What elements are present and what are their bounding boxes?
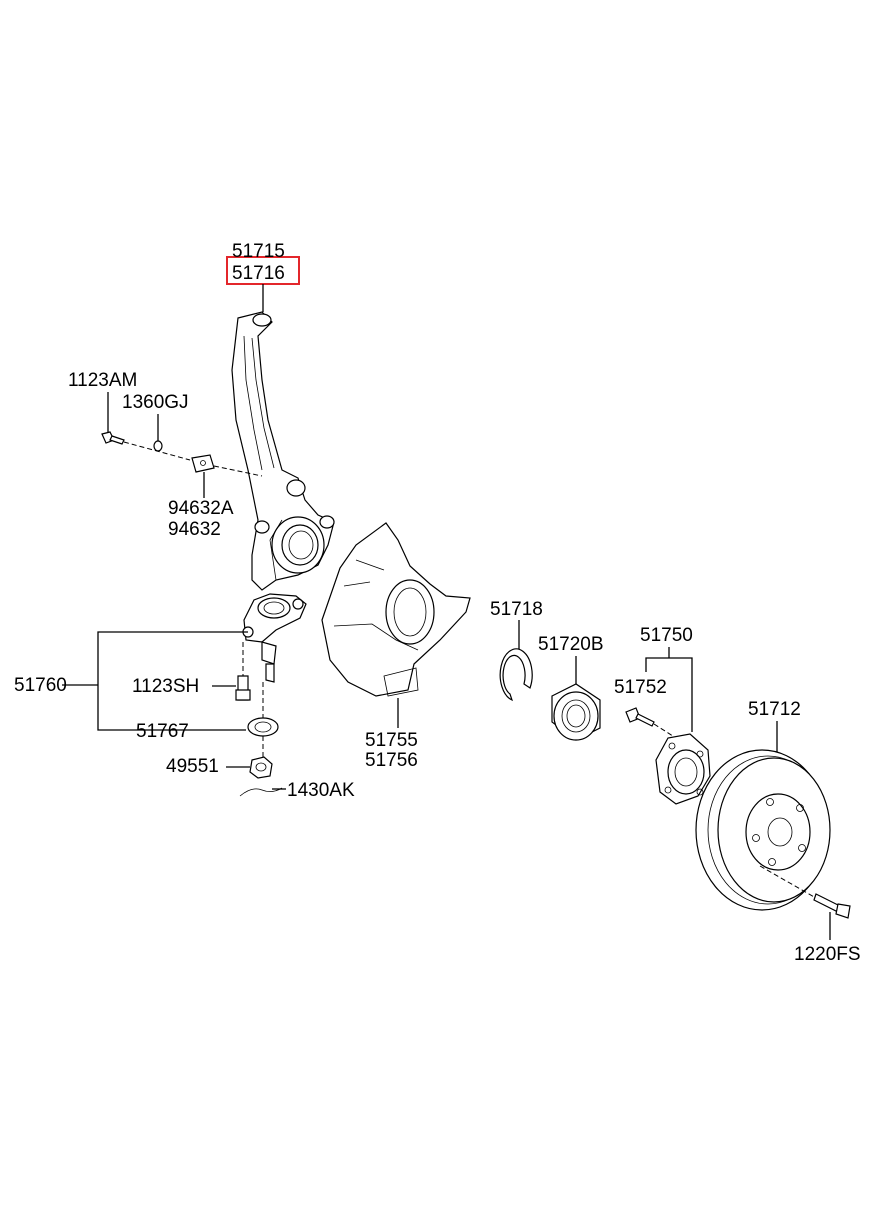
label-51756[interactable]: 51756 [365,750,418,771]
bearing-51720B[interactable] [551,683,601,741]
label-1430AK[interactable]: 1430AK [287,780,355,801]
label-49551[interactable]: 49551 [166,756,219,777]
nut-49551[interactable] [249,756,273,779]
hub-bolt-51752[interactable] [625,707,655,727]
snap-ring-51718[interactable] [499,648,533,702]
label-51750[interactable]: 51750 [640,625,693,646]
label-1123SH[interactable]: 1123SH [132,676,199,697]
label-1360GJ[interactable]: 1360GJ [122,392,189,413]
bracket-94632A[interactable] [191,454,215,473]
label-51752[interactable]: 51752 [614,677,667,698]
wheel-hub-51750[interactable] [655,733,711,805]
label-51712[interactable]: 51712 [748,699,801,720]
brake-disc-51712[interactable] [695,749,831,911]
label-1220FS[interactable]: 1220FS [794,944,861,965]
label-51767[interactable]: 51767 [136,721,189,742]
bolt-1123AM[interactable] [101,431,125,445]
ball-joint-51760[interactable] [242,593,307,683]
dust-cover-51755[interactable] [321,522,471,697]
label-51720B[interactable]: 51720B [538,634,604,655]
split-pin-1430AK[interactable] [239,787,283,797]
label-1123AM[interactable]: 1123AM [68,370,137,391]
bolt-1123SH[interactable] [235,675,251,701]
washer-1360GJ[interactable] [153,440,163,452]
label-51760[interactable]: 51760 [14,675,67,696]
label-51718[interactable]: 51718 [490,599,543,620]
label-51755[interactable]: 51755 [365,730,418,751]
label-51716[interactable]: 51716 [232,263,285,284]
label-94632[interactable]: 94632 [168,519,221,540]
label-51715[interactable]: 51715 [232,241,285,262]
screw-1220FS[interactable] [813,893,851,919]
label-94632A[interactable]: 94632A [168,498,234,519]
dust-cover-51767[interactable] [247,717,279,737]
steering-knuckle[interactable] [231,311,335,591]
